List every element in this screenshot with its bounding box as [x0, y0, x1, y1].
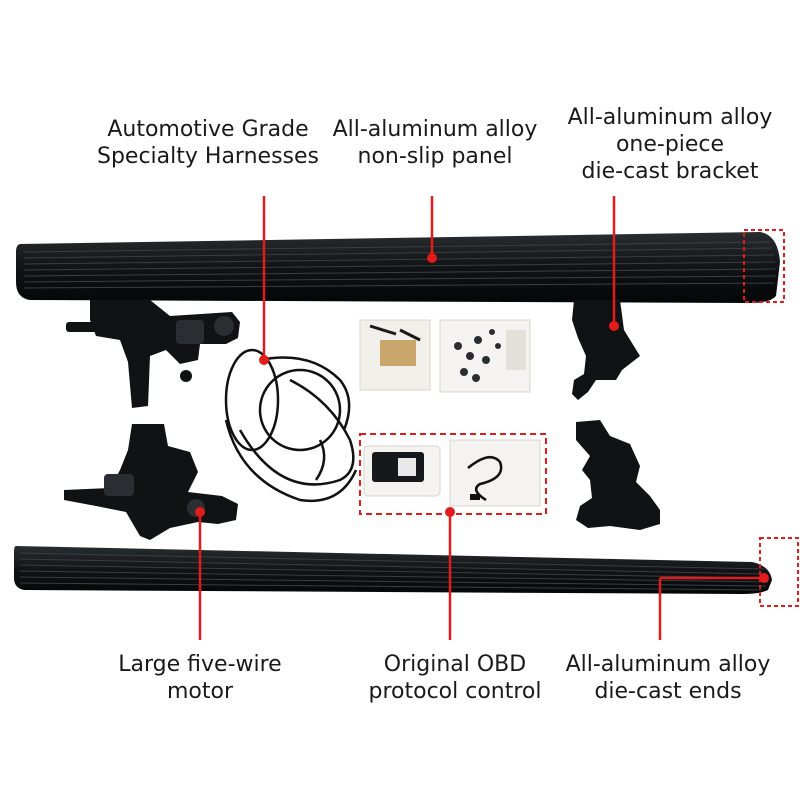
hardware-kit-right	[439, 319, 531, 393]
motor-bracket-top	[66, 300, 240, 408]
callout-obd: Original OBD protocol control	[352, 651, 558, 705]
callout-motor-line1: Large five-wire	[118, 652, 282, 677]
obd-control-module	[363, 439, 541, 507]
callout-panel-line2: non-slip panel	[357, 144, 513, 169]
callout-bracket-line3: die-cast bracket	[581, 159, 759, 184]
top-running-board	[16, 232, 780, 303]
callout-harness-line1: Automotive Grade	[107, 117, 309, 142]
callout-harness: Automotive Grade Specialty Harnesses	[88, 116, 328, 170]
callout-motor: Large five-wire motor	[100, 651, 300, 705]
callout-ends-line1: All-aluminum alloy	[565, 652, 771, 677]
leader-ends	[658, 573, 769, 640]
bracket-right-top	[572, 300, 640, 400]
highlight-box-bottom-end	[759, 537, 799, 607]
callout-bracket-line1: All-aluminum alloy	[567, 105, 773, 130]
motor-bracket-bottom	[64, 424, 238, 540]
bottom-running-board	[14, 546, 772, 594]
leader-obd	[445, 507, 455, 640]
wiring-harness	[224, 348, 358, 503]
callout-obd-line2: protocol control	[368, 679, 542, 704]
highlight-box-obd	[359, 433, 547, 515]
callout-bracket: All-aluminum alloy one-piece die-cast br…	[558, 104, 782, 185]
leader-bracket	[609, 196, 619, 331]
leader-panel	[427, 196, 437, 263]
bracket-right-bottom	[576, 420, 660, 530]
leader-motor	[195, 507, 205, 640]
callout-motor-line2: motor	[166, 679, 234, 704]
leader-harness	[259, 196, 269, 365]
hardware-kit-left	[359, 319, 431, 391]
callout-obd-line1: Original OBD	[383, 652, 527, 677]
callout-ends: All-aluminum alloy die-cast ends	[556, 651, 780, 705]
callout-panel-line1: All-aluminum alloy	[332, 117, 538, 142]
callout-bracket-line2: one-piece	[615, 132, 725, 157]
callout-ends-line2: die-cast ends	[594, 679, 742, 704]
callout-panel: All-aluminum alloy non-slip panel	[322, 116, 548, 170]
callout-harness-line2: Specialty Harnesses	[97, 144, 319, 169]
